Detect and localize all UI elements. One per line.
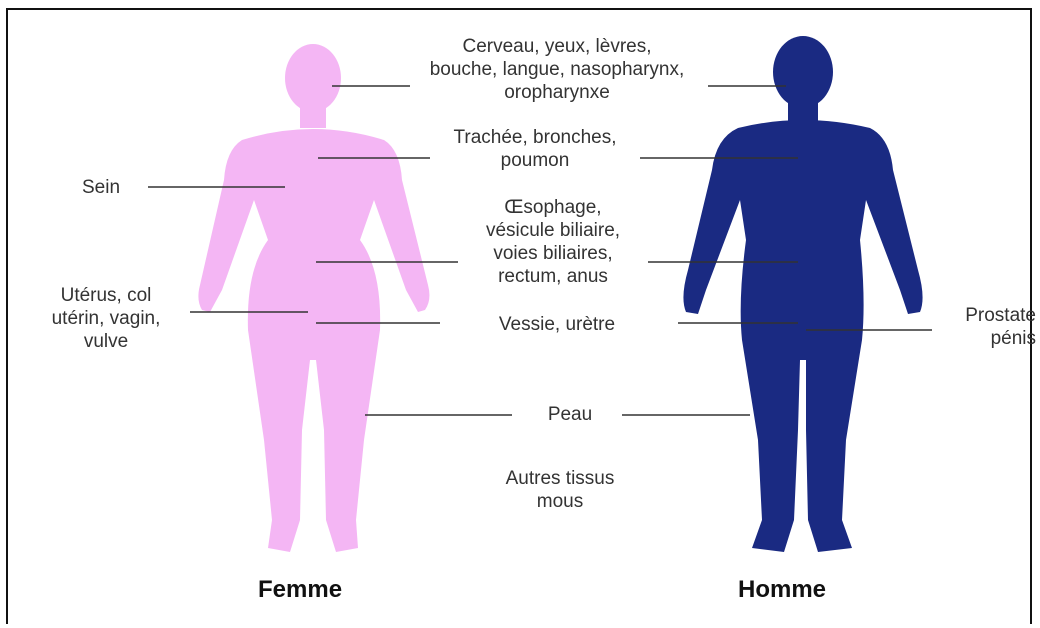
label-head: Cerveau, yeux, lèvres, bouche, langue, n… [372, 35, 742, 104]
label-digestive: Œsophage, vésicule biliaire, voies bilia… [448, 196, 658, 288]
label-bladder: Vessie, urètre [462, 313, 652, 336]
label-skin: Peau [500, 403, 640, 426]
label-other: Autres tissus mous [460, 467, 660, 513]
label-lungs: Trachée, bronches, poumon [430, 126, 640, 172]
male-silhouette [683, 36, 922, 552]
female-silhouette [198, 44, 429, 552]
label-prostate: Prostate pénis [936, 304, 1036, 350]
male-label: Homme [738, 576, 826, 604]
label-uterus: Utérus, col utérin, vagin, vulve [26, 284, 186, 353]
label-breast: Sein [82, 176, 120, 199]
female-label: Femme [258, 576, 342, 604]
